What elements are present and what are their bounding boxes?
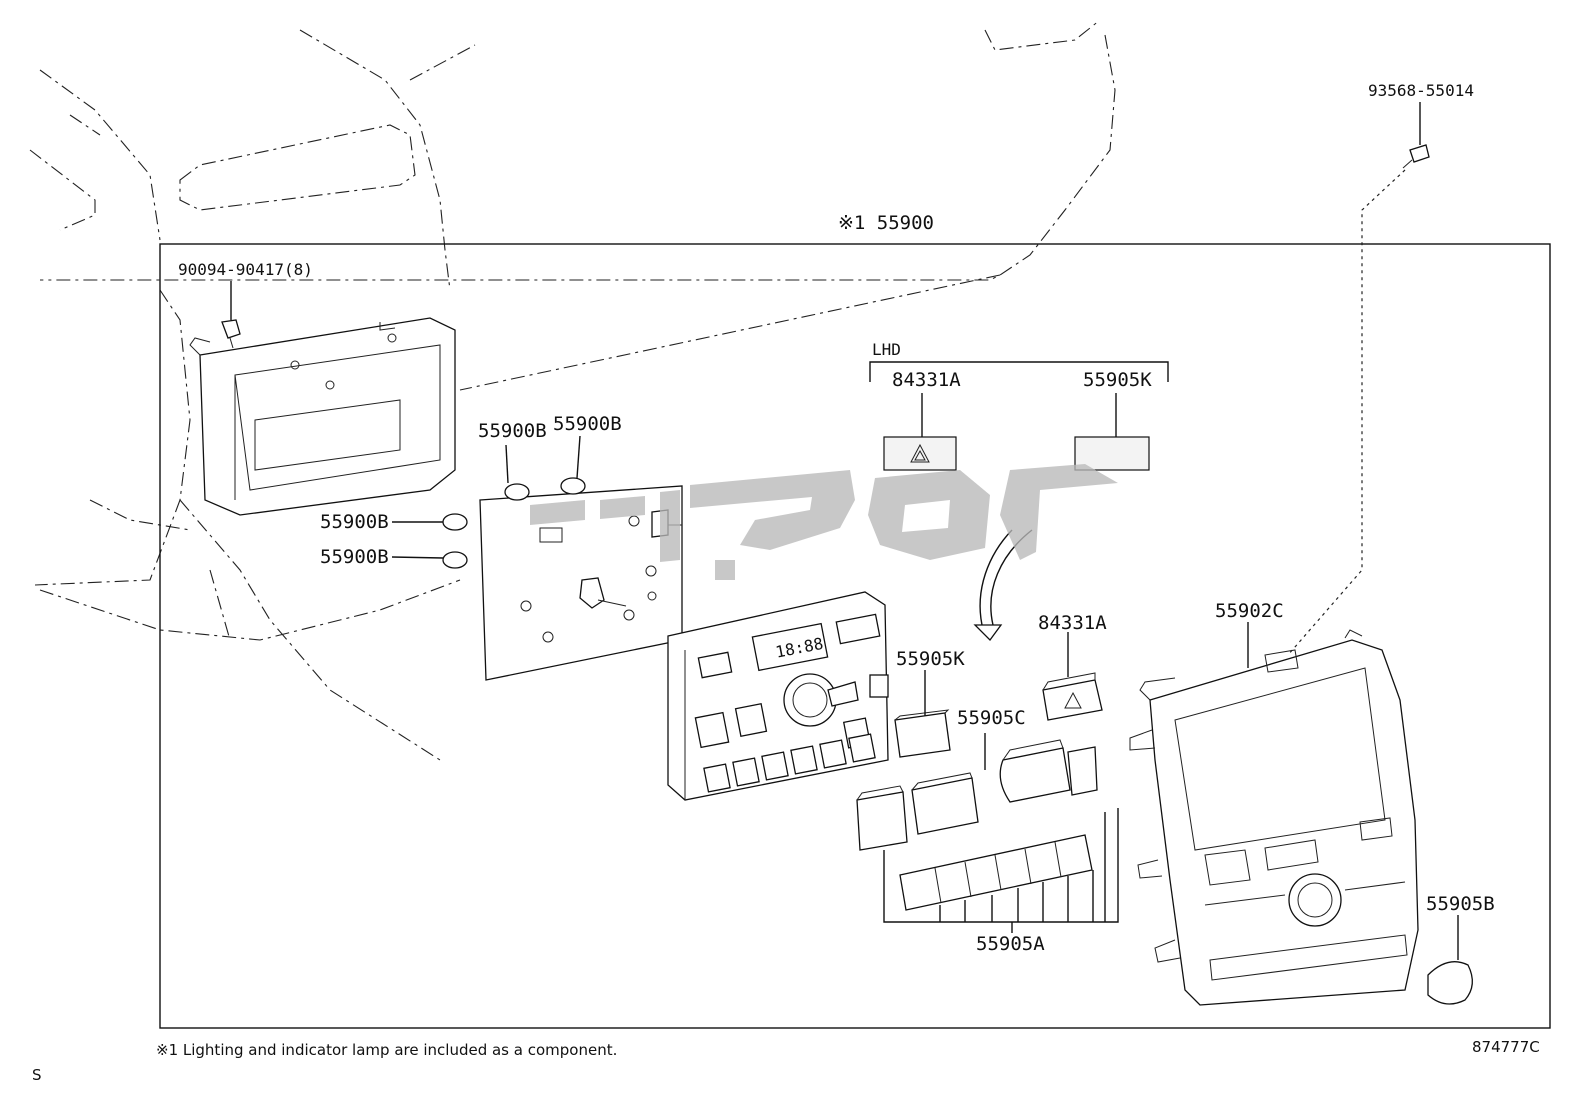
hazard-triangle-icon <box>1064 691 1082 709</box>
switch-a-label: 55905A <box>976 933 1045 955</box>
cap-part <box>1427 915 1473 1005</box>
hazard-triangle-icon <box>910 443 930 463</box>
knob-rhd-label: 55905K <box>896 648 965 670</box>
bracket-screw <box>221 281 241 349</box>
bolt-top-label: 93568-55014 <box>1368 81 1474 100</box>
hazard-rhd-label: 84331A <box>1038 612 1107 634</box>
bulb-1-label: 55900B <box>478 420 547 442</box>
knob-lhd-label: 55905K <box>1083 369 1152 391</box>
bracket-housing <box>189 317 456 516</box>
diagram-number: 874777C <box>1472 1038 1540 1056</box>
bulb-3-label: 55900B <box>320 511 389 533</box>
lhd-label: LHD <box>872 340 901 359</box>
knob-rhd <box>894 670 951 758</box>
bulb-4 <box>391 551 468 569</box>
switch-a-group <box>856 785 1119 933</box>
assembly-frame <box>159 243 1551 1029</box>
bulb-1 <box>504 444 530 501</box>
switch-c-group <box>911 733 1098 835</box>
switch-body: 18:88 <box>667 591 889 801</box>
bulb-3 <box>392 513 468 531</box>
hazard-lhd-label: 84331A <box>892 369 961 391</box>
top-bolt <box>1287 102 1430 656</box>
bulb-2 <box>560 435 586 495</box>
watermark-logo <box>530 464 1118 580</box>
footnote: ※1 Lighting and indicator lamp are inclu… <box>156 1041 617 1059</box>
vehicle-context-lines <box>29 19 1116 761</box>
bulb-2-label: 55900B <box>553 413 622 435</box>
panel-label: 55902C <box>1215 600 1284 622</box>
lhd-group <box>869 361 1169 471</box>
direction-arrow <box>973 529 1033 641</box>
corner-mark: S <box>32 1066 42 1084</box>
bezel-panel <box>1129 622 1419 1006</box>
screw-bracket-label: 90094-90417(8) <box>178 260 313 279</box>
hazard-switch-rhd <box>1042 632 1103 721</box>
cap-label: 55905B <box>1426 893 1495 915</box>
bulb-4-label: 55900B <box>320 546 389 568</box>
switch-c-label: 55905C <box>957 707 1026 729</box>
main-assembly-label: ※1 55900 <box>838 212 934 234</box>
